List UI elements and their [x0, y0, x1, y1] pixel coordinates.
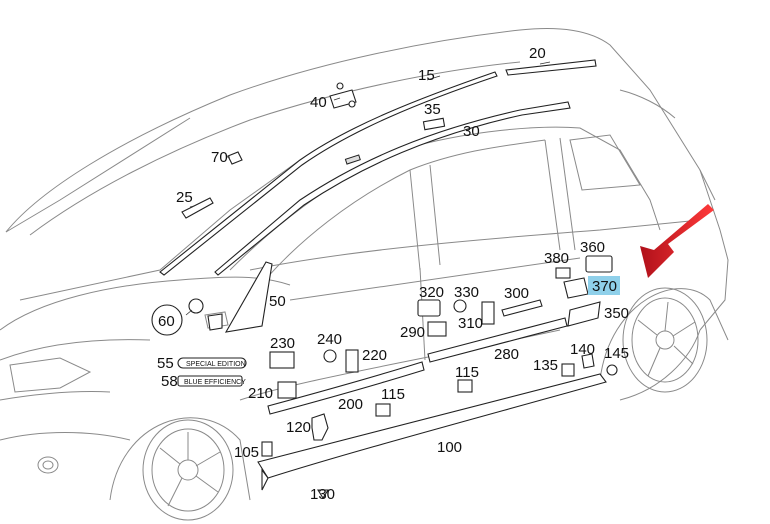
label-290: 290: [400, 324, 425, 341]
callout-circle-60: [151, 304, 183, 336]
label-70: 70: [211, 149, 228, 166]
label-55: 55: [157, 355, 174, 372]
label-360: 360: [580, 239, 605, 256]
label-330: 330: [454, 284, 479, 301]
label-200: 200: [338, 396, 363, 413]
label-135: 135: [533, 357, 558, 374]
label-115b: 115: [455, 364, 479, 381]
label-120: 120: [286, 419, 311, 436]
label-130: 130: [310, 486, 335, 503]
label-220: 220: [362, 347, 387, 364]
label-310: 310: [458, 315, 483, 332]
label-25: 25: [176, 189, 193, 206]
leader-lines: [185, 61, 551, 316]
label-100: 100: [437, 439, 462, 456]
red-arrow-icon: [640, 204, 714, 278]
parts: [159, 59, 618, 500]
label-58: 58: [161, 373, 178, 390]
label-210: 210: [248, 385, 273, 402]
label-20: 20: [529, 45, 546, 62]
label-105: 105: [234, 444, 259, 461]
label-240: 240: [317, 331, 342, 348]
label-50: 50: [269, 293, 286, 310]
label-230: 230: [270, 335, 295, 352]
label-320: 320: [419, 284, 444, 301]
label-380: 380: [544, 250, 569, 267]
label-35: 35: [424, 101, 441, 118]
label-350: 350: [604, 305, 629, 322]
label-300: 300: [504, 285, 529, 302]
label-15: 15: [418, 67, 435, 84]
label-370: 370: [592, 278, 617, 295]
label-60: 60: [158, 313, 175, 330]
label-40: 40: [310, 94, 327, 111]
label-280: 280: [494, 346, 519, 363]
label-115a: 115: [381, 386, 405, 403]
label-30: 30: [463, 123, 480, 140]
label-140: 140: [570, 341, 595, 358]
badge-special-edition: SPECIAL EDITION: [186, 361, 246, 368]
label-145: 145: [604, 345, 629, 362]
badge-blue-efficiency: BLUE EFFICIENCY: [184, 379, 246, 386]
highlight-box-370: [588, 276, 620, 295]
